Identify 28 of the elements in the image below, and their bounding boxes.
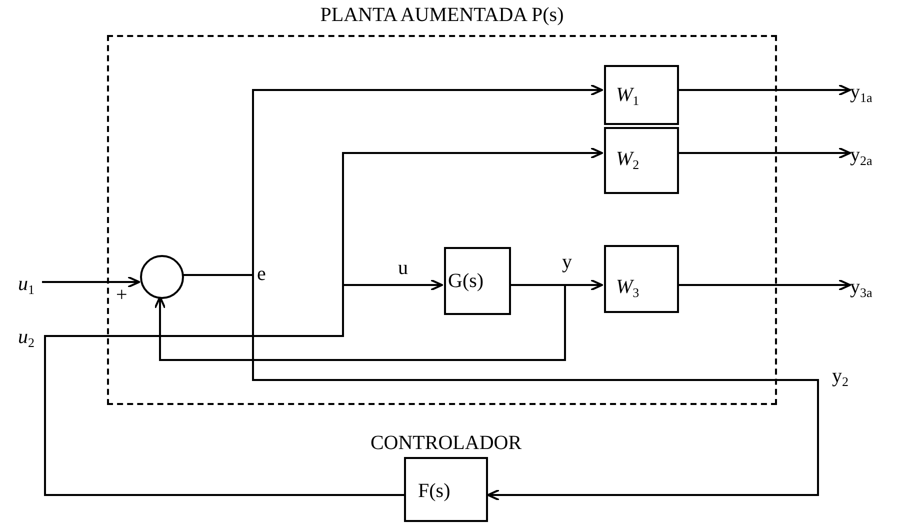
output-signal-label: y$_{2a}$ (850, 145, 872, 167)
input-signal-label: u$_{1}$ (18, 274, 34, 296)
weight-block (604, 127, 679, 194)
block-heading: PLANTA AUMENTADA P(s) (319, 5, 565, 25)
block-label: W$_{2}$ (616, 149, 640, 171)
signal-label: y (562, 252, 572, 272)
block-heading: CONTROLADOR (369, 433, 523, 453)
transfer-function-block (444, 247, 511, 315)
arrow (677, 279, 851, 291)
output-signal-label: y$_{1a}$ (850, 82, 872, 104)
plus-sign: + (116, 285, 128, 305)
signal-label: y$_{2}$ (832, 366, 848, 388)
arrow (42, 276, 140, 288)
signal-label: u$_{2}$ (18, 327, 34, 349)
arrow (677, 147, 851, 159)
weight-block (604, 245, 679, 313)
signal-label: e (257, 264, 266, 284)
signal-label: u (398, 258, 408, 278)
block-label: W$_{1}$ (616, 85, 640, 107)
block-label: G(s) (448, 271, 484, 291)
arrow (154, 284, 566, 361)
block-label: W$_{3}$ (616, 277, 640, 299)
summing-junction (140, 255, 184, 299)
weight-block (604, 65, 679, 125)
arrow (677, 84, 851, 96)
output-signal-label: y$_{3a}$ (850, 277, 872, 299)
block-label: F(s) (418, 481, 450, 501)
arrow (44, 147, 603, 496)
